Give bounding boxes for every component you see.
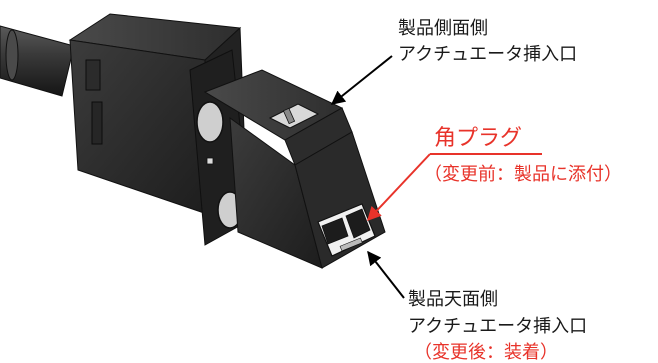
- side-insertion-slot: [268, 103, 320, 129]
- top-callout-arrow: [367, 250, 405, 299]
- top-insertion-label-line1: 製品天面側: [408, 289, 498, 310]
- square-plug-title: 角プラグ: [434, 126, 523, 151]
- square-plug-underline: [430, 153, 542, 155]
- top-insertion-label-line2: アクチュエータ挿入口: [408, 316, 588, 337]
- top-insertion-note: （変更後：装着）: [414, 342, 558, 363]
- cable: [0, 25, 75, 97]
- square-plug-note: （変更前：製品に添付）: [424, 164, 622, 185]
- front-block: [203, 69, 386, 269]
- plug-callout-arrow: [367, 153, 431, 222]
- side-callout-arrow: [330, 55, 393, 105]
- top-insertion-port: [317, 203, 376, 257]
- side-insertion-label-line2: アクチュエータ挿入口: [398, 44, 578, 65]
- side-insertion-label-line1: 製品側面側: [398, 18, 488, 39]
